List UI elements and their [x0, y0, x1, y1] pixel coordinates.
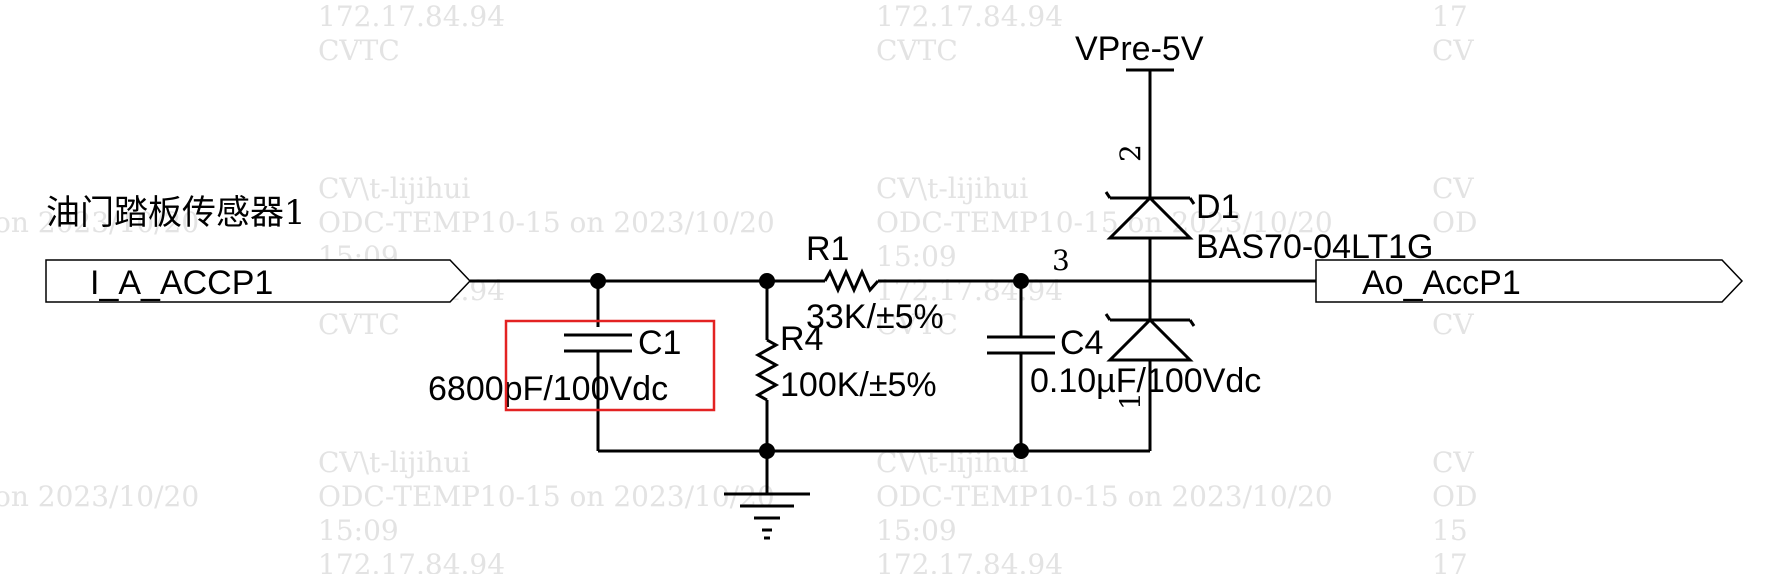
r1-value: 33K/±5% [806, 298, 944, 336]
junction-dot [759, 443, 775, 459]
junction-dot [1013, 273, 1029, 289]
watermark-time: 15:09 [876, 514, 957, 547]
watermark-cut: 15 [1432, 514, 1468, 547]
watermark-ip: 172.17.84.94 [318, 0, 505, 33]
capacitor-c1[interactable]: C1 6800pF/100Vdc [428, 319, 716, 412]
d1-lower-triangle[interactable] [1106, 317, 1194, 362]
resistor-r4[interactable]: R4 100K/±5% [754, 320, 937, 404]
watermark-layer: 172.17.84.94 CVTC CV\t-lijihui ODC-TEMP1… [0, 0, 1477, 574]
ground-symbol [724, 492, 810, 540]
diode-d1[interactable]: D1 BAS70-04LT1G 3 2 1 [1052, 144, 1434, 410]
watermark-machine-partial: on 2023/10/20 [0, 480, 199, 513]
watermark-ip: 172.17.84.94 [876, 0, 1063, 33]
input-port-label: I_A_ACCP1 [90, 264, 273, 302]
junction-dot [759, 273, 775, 289]
input-port[interactable]: I_A_ACCP1 [45, 259, 472, 303]
power-symbol: VPre-5V [1075, 30, 1204, 72]
watermark-org: CVTC [876, 34, 958, 67]
d1-upper-hook-left [1104, 191, 1112, 199]
watermark-cut: CV [1432, 34, 1474, 67]
r4-ref: R4 [780, 320, 823, 358]
input-port-shape[interactable] [45, 259, 472, 303]
diagram-title: 油门踏板传感器1 [46, 193, 306, 233]
d1-pin-3: 3 [1052, 244, 1070, 277]
junction-dot [1013, 443, 1029, 459]
watermark-org: CVTC [318, 34, 400, 67]
d1-lower-hook-left [1104, 313, 1112, 321]
d1-upper-hook-right [1188, 197, 1196, 205]
d1-lower-hook-right [1188, 319, 1196, 327]
watermark-user: CV\t-lijihui [318, 446, 470, 479]
watermark-cut: 17 [1432, 548, 1468, 574]
watermark-cut: CV [1432, 446, 1474, 479]
output-port-shape[interactable] [1315, 259, 1744, 303]
watermark-machine: ODC-TEMP10-15 on 2023/10/20 [876, 480, 1333, 513]
watermark-org: CVTC [318, 308, 400, 341]
capacitor-c4[interactable]: C4 0.10µF/100Vdc [987, 324, 1261, 400]
output-port[interactable]: Ao_AccP1 [1315, 259, 1744, 303]
c4-value: 0.10µF/100Vdc [1030, 362, 1261, 400]
watermark-cut: OD [1432, 480, 1477, 513]
power-label: VPre-5V [1075, 30, 1204, 68]
resistor-r1[interactable]: R1 33K/±5% [806, 230, 944, 336]
d1-pin-1: 1 [1114, 392, 1147, 410]
watermark-time: 15:09 [876, 240, 957, 273]
watermark-time: 15:09 [318, 514, 399, 547]
watermark-user: CV\t-lijihui [318, 172, 470, 205]
watermark-cut: 17 [1432, 0, 1468, 33]
r4-zigzag[interactable] [754, 338, 780, 402]
watermark-cut: OD [1432, 206, 1477, 239]
r4-value: 100K/±5% [780, 366, 937, 404]
watermark-machine-partial: on 2023/10/20 [0, 206, 199, 239]
c4-ref: C4 [1060, 324, 1103, 362]
r1-ref: R1 [806, 230, 849, 268]
d1-upper-triangle[interactable] [1106, 195, 1194, 240]
d1-value: BAS70-04LT1G [1196, 228, 1434, 266]
output-port-label: Ao_AccP1 [1362, 264, 1521, 302]
c1-value: 6800pF/100Vdc [428, 370, 668, 408]
watermark-org: CVTC [876, 308, 958, 341]
c1-ref: C1 [638, 324, 681, 362]
watermark-machine: ODC-TEMP10-15 on 2023/10/20 [318, 206, 775, 239]
watermark-machine: ODC-TEMP10-15 on 2023/10/20 [876, 206, 1333, 239]
r1-zigzag[interactable] [823, 268, 880, 294]
junction-dot [590, 273, 606, 289]
watermark-ip: 172.17.84.94 [318, 548, 505, 574]
watermark-ip: 172.17.84.94 [876, 548, 1063, 574]
watermark-cut: CV [1432, 172, 1474, 205]
c1-highlight-box [504, 319, 716, 412]
wires [470, 70, 1316, 494]
watermark-machine: ODC-TEMP10-15 on 2023/10/20 [318, 480, 775, 513]
d1-ref: D1 [1196, 188, 1239, 226]
d1-pin-2: 2 [1114, 144, 1147, 162]
junctions [590, 273, 1029, 459]
watermark-user: CV\t-lijihui [876, 172, 1028, 205]
watermark-cut: CV [1432, 308, 1474, 341]
